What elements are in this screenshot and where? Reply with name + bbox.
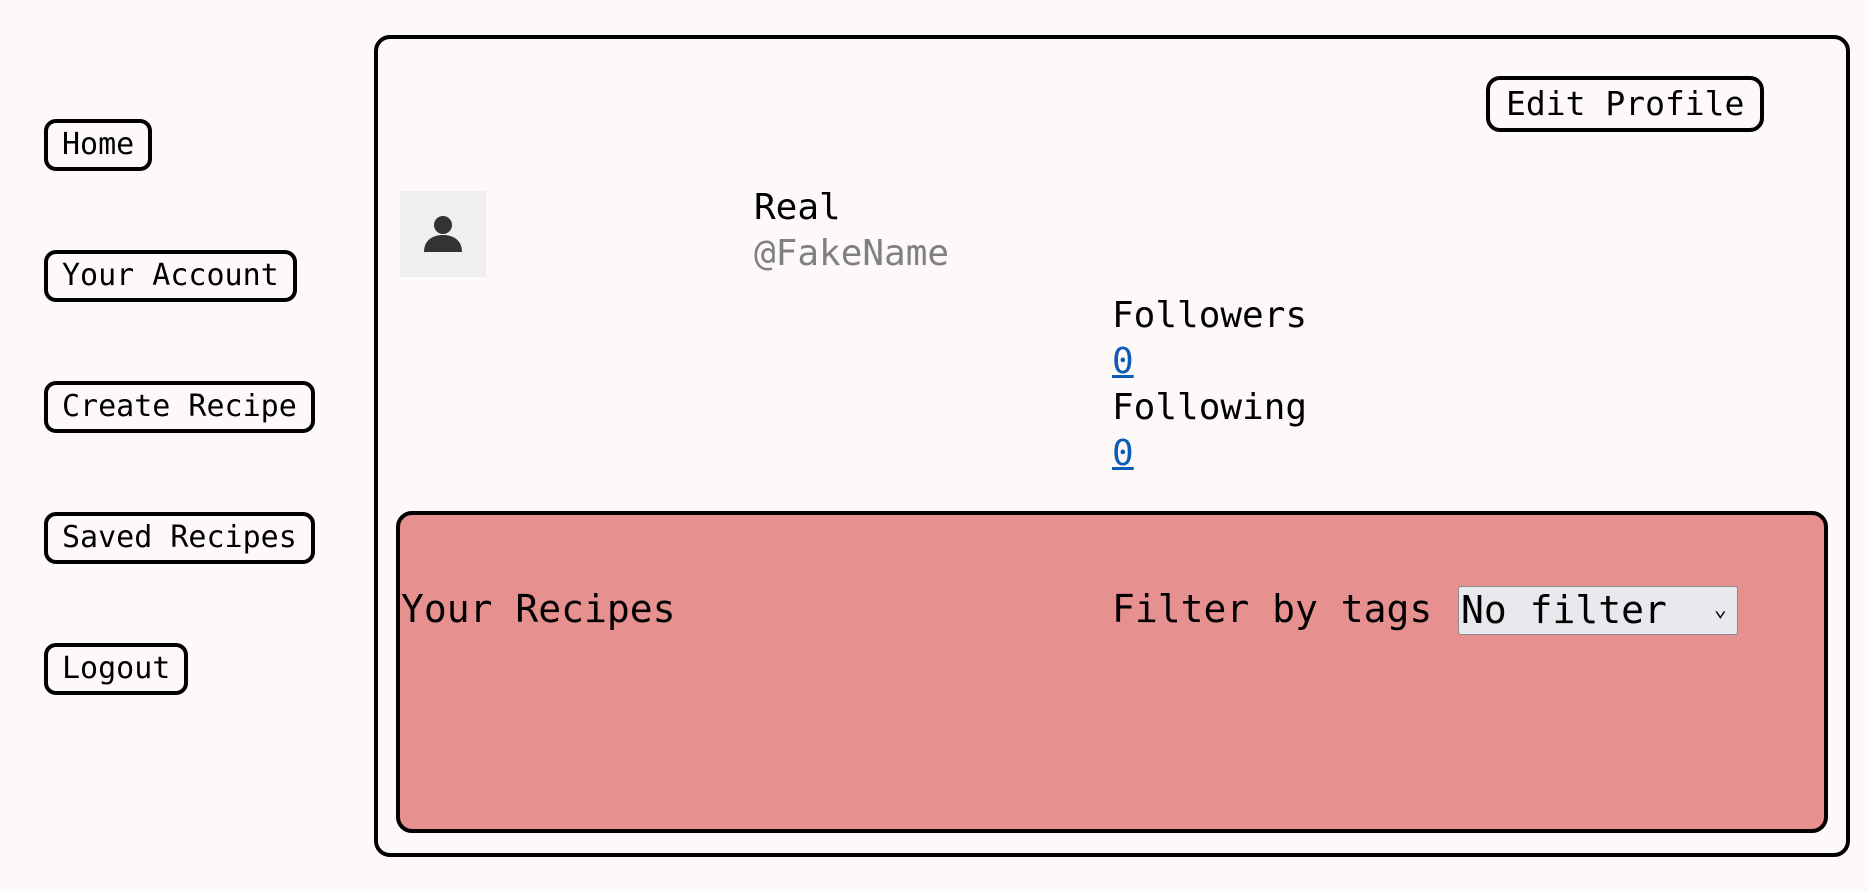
nav-logout-button[interactable]: Logout xyxy=(44,643,189,695)
following-label: Following xyxy=(1112,387,1308,428)
following-count-link[interactable]: 0 xyxy=(1112,433,1134,474)
filter-label: Filter by tags xyxy=(1112,587,1433,631)
recipes-title: Your Recipes xyxy=(401,587,676,631)
tag-filter-selected-value: No filter xyxy=(1461,588,1667,632)
chevron-down-icon: ⌄ xyxy=(1713,597,1727,622)
user-icon xyxy=(424,216,462,252)
nav-saved-recipes-button[interactable]: Saved Recipes xyxy=(44,512,315,564)
avatar xyxy=(400,191,486,277)
nav-home-button[interactable]: Home xyxy=(44,119,153,171)
followers-label: Followers xyxy=(1112,295,1308,336)
recipes-panel xyxy=(396,511,1828,833)
tag-filter-select[interactable]: No filter ⌄ xyxy=(1458,586,1738,635)
followers-count-link[interactable]: 0 xyxy=(1112,341,1134,382)
display-name: Real xyxy=(754,187,841,228)
username-handle: @FakeName xyxy=(754,233,950,274)
nav-create-recipe-button[interactable]: Create Recipe xyxy=(44,381,315,433)
nav-your-account-button[interactable]: Your Account xyxy=(44,250,297,302)
edit-profile-button[interactable]: Edit Profile xyxy=(1486,76,1765,132)
